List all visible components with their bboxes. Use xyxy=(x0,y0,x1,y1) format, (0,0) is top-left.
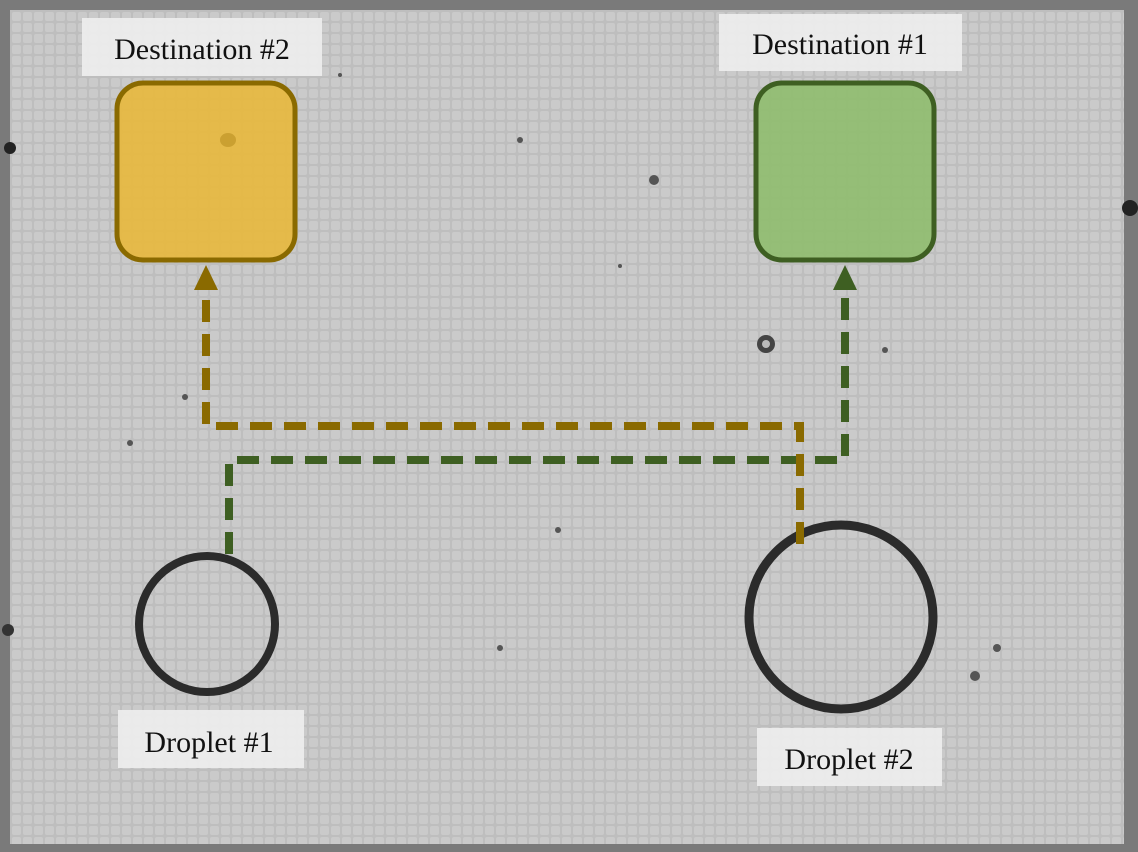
destination-2-speck xyxy=(220,133,236,147)
droplet-1-ring xyxy=(135,552,279,696)
label-droplet-1: Droplet #1 xyxy=(118,710,304,768)
label-droplet-2: Droplet #2 xyxy=(757,728,942,786)
label-destination-2-text: Destination #2 xyxy=(114,33,290,66)
arrowhead-destination-1 xyxy=(833,265,857,290)
label-destination-1-text: Destination #1 xyxy=(752,28,928,61)
label-droplet-2-text: Droplet #2 xyxy=(784,743,913,776)
label-droplet-1-text: Droplet #1 xyxy=(144,726,273,759)
droplet-2-ring xyxy=(744,520,938,714)
debris-specks xyxy=(2,73,1138,681)
path-droplet-2-to-destination-2 xyxy=(202,282,804,544)
arrowhead-destination-2 xyxy=(194,265,218,290)
path-droplet-1-to-destination-1 xyxy=(225,282,849,554)
destination-1-box xyxy=(753,80,937,263)
label-destination-2: Destination #2 xyxy=(82,18,322,76)
label-destination-1: Destination #1 xyxy=(719,14,962,71)
destination-2-box xyxy=(114,80,298,263)
